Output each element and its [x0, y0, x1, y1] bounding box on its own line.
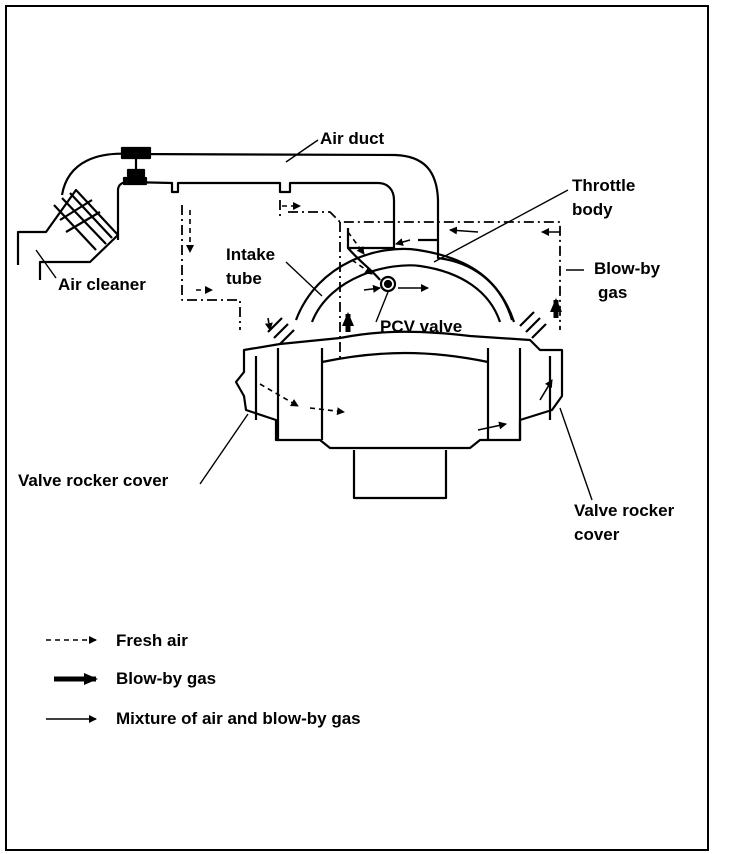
air-duct-line	[60, 152, 440, 240]
legend-label-fresh-air: Fresh air	[116, 631, 188, 650]
legend-label-blow-by-gas: Blow-by gas	[116, 669, 217, 688]
fresh-air-hose-left	[181, 205, 241, 330]
duct-cap	[120, 146, 152, 186]
label-intake-tube-line1: Intake	[226, 245, 276, 264]
inner-duct-line	[116, 180, 396, 240]
label-pcv-valve: PCV valve	[380, 317, 463, 336]
blow-by-arrows	[342, 298, 562, 332]
pcv-valve-body	[379, 275, 397, 293]
engine-body	[234, 330, 564, 500]
label-blow-by-gas-line1: Blow-by	[594, 259, 661, 278]
leader-lines	[35, 139, 593, 501]
oil-cap-left	[267, 317, 295, 345]
legend-symbols	[46, 636, 98, 723]
label-blow-by-gas-line2: gas	[598, 283, 628, 302]
label-valve-rocker-cover-left: Valve rocker cover	[18, 471, 169, 490]
frame-border	[5, 5, 709, 851]
throttle-body	[346, 228, 514, 321]
oil-cap-right	[519, 311, 547, 339]
label-intake-tube-line2: tube	[226, 269, 262, 288]
label-valve-rocker-cover-right-line2: cover	[574, 525, 620, 544]
air-cleaner-box	[16, 188, 120, 280]
label-air-cleaner: Air cleaner	[58, 275, 146, 294]
intake-tube	[294, 247, 516, 323]
blow-by-hose-right	[288, 211, 561, 330]
fresh-air-arrows	[186, 202, 373, 416]
label-throttle-body-line1: Throttle	[572, 176, 636, 195]
legend-label-mixture: Mixture of air and blow-by gas	[116, 709, 361, 728]
label-throttle-body-line2: body	[572, 200, 613, 219]
label-valve-rocker-cover-right-line1: Valve rocker	[574, 501, 675, 520]
label-air-duct: Air duct	[320, 129, 385, 148]
mixture-arrows	[363, 226, 560, 431]
